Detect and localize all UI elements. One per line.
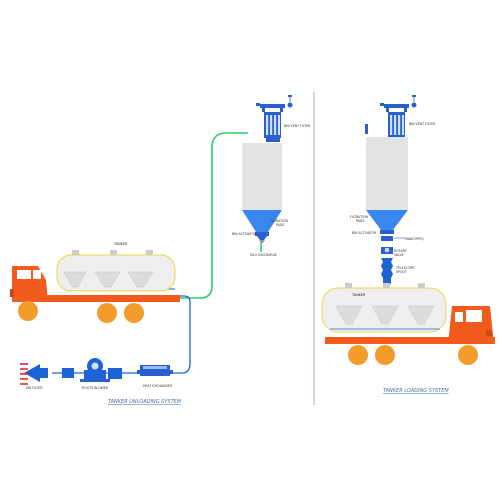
sluice-gate	[381, 236, 393, 241]
wheel-rear-2-right	[375, 345, 395, 365]
telescopic-spout-label-2: SPOUT	[396, 270, 407, 274]
filtration-pads-label-right-1: FILTRATION	[350, 215, 368, 219]
telescopic-spout	[381, 258, 393, 278]
bin-vent-filter-label-left: BIN VENT FILTER	[284, 124, 311, 128]
tank-hoppers	[63, 271, 154, 288]
filtration-pads-label-left-2: PADS	[276, 223, 284, 227]
vent-fan-icon-right	[411, 102, 417, 108]
bin-vent-filter-housing	[264, 112, 281, 138]
tanker-label-left: TANKER	[113, 242, 128, 246]
bin-activator-right	[380, 230, 394, 234]
wheel-rear-2	[124, 303, 144, 323]
filtration-pads-label-right-2: PADS	[356, 219, 364, 223]
truck-chassis-right	[325, 337, 495, 344]
air-filter	[20, 363, 48, 385]
bin-vent-filter-label-right: BIN VENT FILTER	[409, 122, 436, 126]
tank-hoppers-right	[335, 305, 435, 325]
heat-exchanger-label: HEAT EXCHANGER	[143, 384, 173, 388]
silo-body	[242, 143, 282, 210]
silo-discharge-label: SILO DISCHARGE	[250, 253, 277, 257]
caption-unloading: TANKER UNLOADING SYSTEM	[108, 399, 182, 405]
tanker-truck-left	[10, 250, 180, 323]
conveying-pipe-green	[168, 132, 248, 299]
roots-blower-label: ROOTS BLOWER	[82, 386, 109, 390]
silo-cone-right	[366, 210, 408, 230]
tanker-truck-right	[321, 283, 495, 365]
wheel-rear-1	[97, 303, 117, 323]
truck-chassis	[12, 295, 180, 302]
bin-vent-filter-housing-right	[388, 112, 405, 138]
air-supply-pipe-blue	[52, 295, 191, 374]
bin-activator-label-left: BIN ACTIVATOR	[232, 232, 257, 236]
air-filter-label: AIR FILTER	[26, 386, 43, 390]
telescopic-spout-label-1: TELESCOPIC	[395, 266, 416, 270]
rotary-valve-label-1: ROTARY	[394, 249, 407, 253]
heat-exchanger	[137, 365, 173, 376]
wheel-front-right	[458, 345, 478, 365]
cab-window	[17, 270, 31, 279]
silo-left	[242, 95, 293, 243]
filtration-pads-label-left-1: FILTRATION	[270, 219, 288, 223]
caption-loading: TANKER LOADING SYSTEM	[383, 388, 449, 394]
silo-discharge-outlet	[259, 240, 265, 243]
cab-window-right	[466, 310, 482, 322]
silo-right	[365, 95, 417, 284]
vent-fan-icon	[287, 102, 293, 108]
wheel-front	[18, 301, 38, 321]
tanker-label-right: TANKER	[351, 293, 366, 297]
rotary-valve-label-2: VALVE	[394, 253, 404, 257]
silo-body-right	[366, 137, 408, 210]
bin-activator-label-right: BIN ACTIVATOR	[352, 231, 377, 235]
sluice-gate-label: MAN(OPPO)	[405, 237, 424, 241]
bin-activator-left	[255, 232, 269, 236]
roots-blower	[62, 358, 122, 382]
wheel-rear-1-right	[348, 345, 368, 365]
silo-cone	[242, 210, 282, 232]
